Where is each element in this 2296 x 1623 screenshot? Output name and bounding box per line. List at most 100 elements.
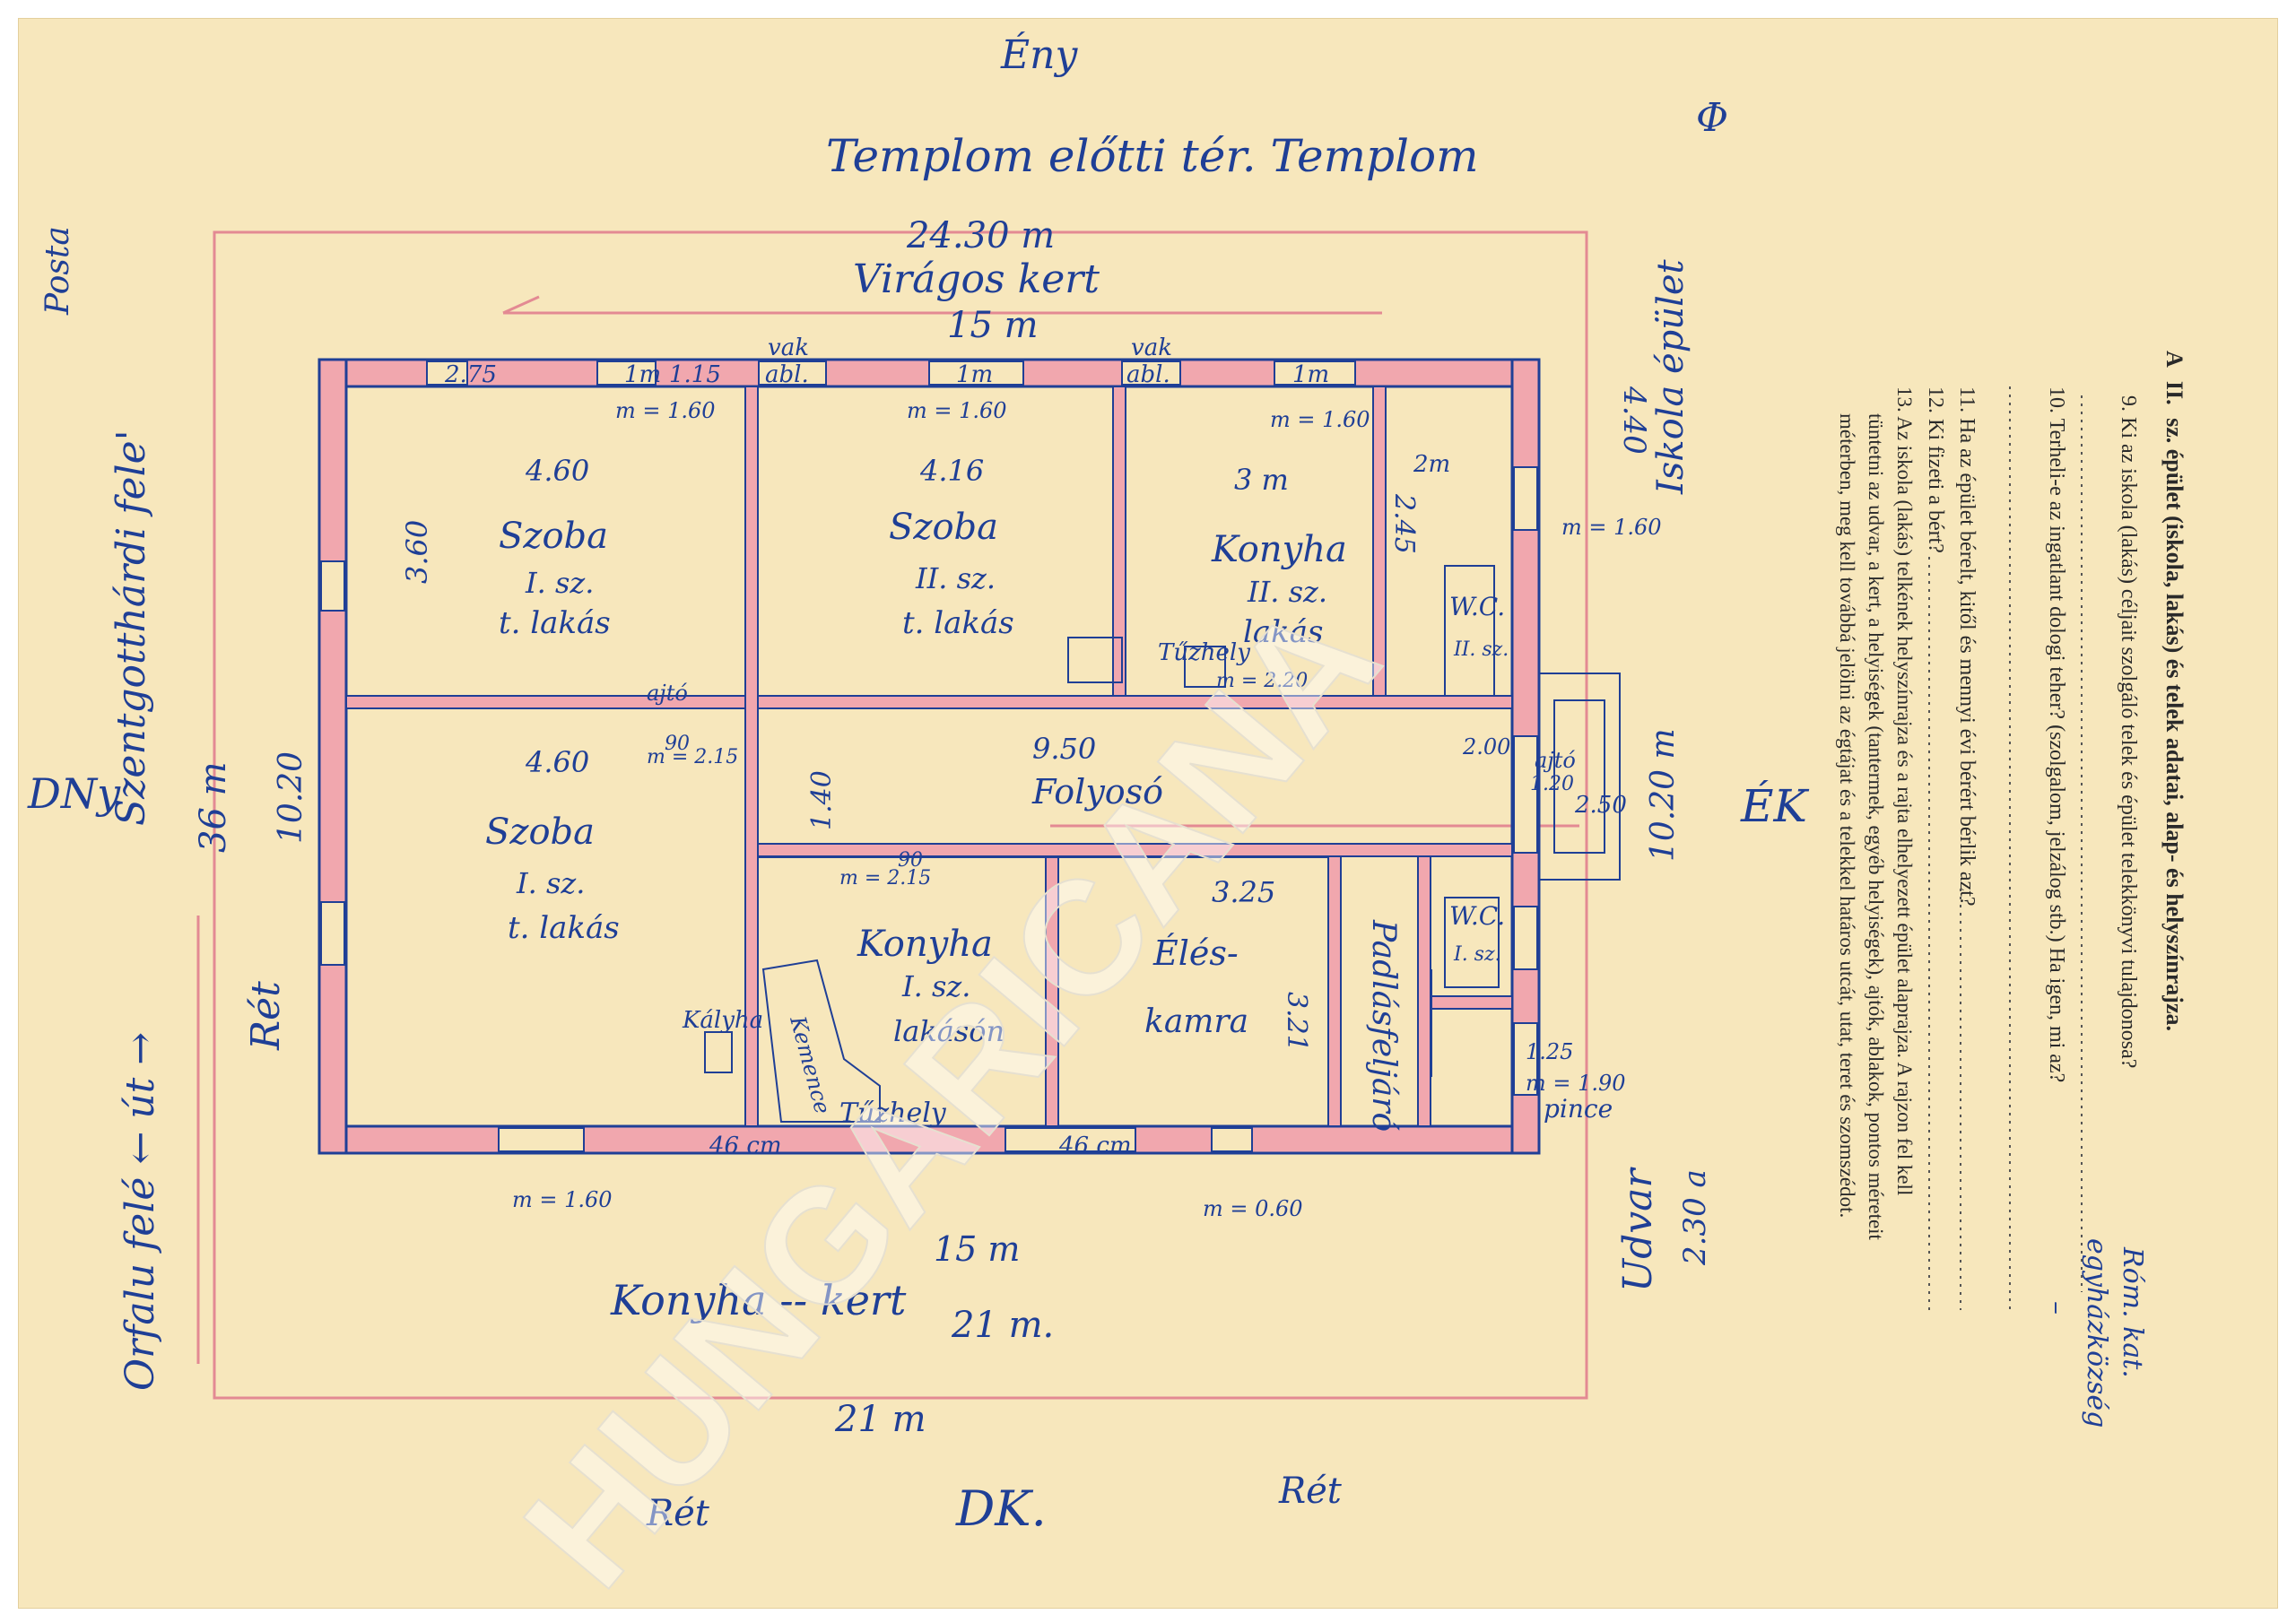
- svg-text:3.60: 3.60: [400, 520, 434, 584]
- printed-form: A II. sz. épület (iskola, lakás) és tele…: [1836, 351, 2187, 1428]
- dim-m160-a: m = 1.60: [615, 398, 716, 423]
- dim-1m-b: 1m: [956, 361, 993, 388]
- form-q13-line1: 13. Az iskola (lakás) telkének helyszínr…: [1893, 386, 1916, 1195]
- bottom-right-meadow: Rét: [1278, 1471, 1343, 1512]
- dim-m220: m = 2.20: [1216, 670, 1308, 692]
- svg-text:I. sz.: I. sz.: [516, 866, 585, 900]
- dim-1m-a: 1m: [624, 361, 661, 388]
- room-2: 4.16 Szoba II. sz. t. lakás: [889, 454, 1014, 641]
- right-direction-label: ÉK: [1740, 779, 1809, 832]
- left-direction-label: DNy: [27, 769, 121, 818]
- dim-115: 1.15: [669, 361, 721, 388]
- left-neighbour-label: Szentgotthárdi fele': [109, 430, 154, 826]
- total-width-label: 24.30 m: [906, 215, 1055, 256]
- wc-1-label: W.C.: [1449, 901, 1505, 931]
- svg-text:t. lakás: t. lakás: [499, 605, 611, 641]
- bottom-21m-label-b: 21 m: [834, 1399, 926, 1440]
- dim-m160-b: m = 1.60: [907, 398, 1007, 423]
- svg-text:I. sz.: I. sz.: [901, 969, 970, 1003]
- parcel-outline: [196, 230, 1588, 1400]
- abl-label-1: abl.: [765, 361, 809, 388]
- svg-text:4.60: 4.60: [525, 454, 589, 488]
- svg-text:II. sz.: II. sz.: [1247, 575, 1327, 609]
- svg-text:4.16: 4.16: [919, 454, 984, 488]
- form-q9: 9. Ki az iskola (lakás) céljait szolgáló…: [2117, 395, 2140, 1068]
- abl-label-2: abl.: [1126, 361, 1170, 388]
- dim-120: 1.20: [1530, 773, 1574, 795]
- north-symbol-icon: Φ: [1696, 95, 1728, 141]
- dim-m215-a: m = 2.15: [647, 746, 738, 768]
- vak-label-2: vak: [1131, 334, 1172, 361]
- room-2-name: Szoba: [889, 507, 998, 548]
- furnace-label: Tűzhely: [839, 1098, 947, 1129]
- svg-text:3.25: 3.25: [1212, 875, 1275, 909]
- watermark-text: HUNGARICANA: [491, 569, 1413, 1608]
- garden-bottom-label: Konyha -- kert: [610, 1276, 907, 1324]
- form-q12: 12. Ki fizeti a bért?: [1924, 386, 1947, 553]
- furnace-label-2: Tűzhely: [1158, 639, 1250, 666]
- svg-text:I. sz.: I. sz.: [525, 566, 594, 600]
- room-3: 3 m 2.45 Konyha II. sz. lakás: [1211, 463, 1420, 650]
- form-q10-answer: –: [2041, 1301, 2073, 1315]
- svg-text:t. lakás: t. lakás: [902, 605, 1014, 641]
- svg-text:2.45: 2.45: [1388, 493, 1420, 554]
- north-label: Ény: [1000, 30, 1078, 78]
- svg-text:lakás: lakás: [1243, 614, 1323, 650]
- right-height-label: 10.20 m: [1645, 728, 1682, 862]
- form-q10: 10. Terheli-e az ingatlant dologi teher?…: [2045, 386, 2068, 1082]
- house-walls: [317, 358, 1621, 1155]
- svg-text:II. sz.: II. sz.: [915, 561, 996, 595]
- dim-125: 1.25: [1526, 1039, 1573, 1064]
- dim-m215-b: m = 2.15: [839, 867, 931, 890]
- door-label-2: ajtó: [1535, 748, 1576, 773]
- site-plan-sketch: Ény Templom előtti tér. Templom Φ 24.30 …: [27, 30, 2187, 1608]
- room-1-name: Szoba: [499, 516, 608, 557]
- left-road-label: Orfalu felé ← út →: [117, 1032, 163, 1391]
- door-label-1: ajtó: [647, 681, 688, 706]
- left-meadow-label: Rét: [243, 981, 289, 1051]
- room-4: 4.60 Szoba I. sz. t. lakás: [485, 745, 620, 946]
- svg-text:4.60: 4.60: [525, 745, 589, 779]
- room-4-name: Szoba: [485, 812, 595, 853]
- dim-2m: 2m: [1413, 451, 1450, 478]
- right-courtyard-length: 2.30 a: [1677, 1169, 1713, 1266]
- svg-text:9.50: 9.50: [1032, 732, 1096, 766]
- kitchen-1-name: Konyha: [857, 924, 993, 965]
- room-1: 4.60 3.60 Szoba I. sz. t. lakás: [400, 454, 611, 641]
- corridor-name: Folyosó: [1031, 772, 1163, 812]
- wc-2-num: II. sz.: [1453, 638, 1509, 661]
- dim-275: 2.75: [444, 361, 497, 388]
- pantry-name: Élés-: [1152, 933, 1239, 973]
- dim-90-b: 90: [898, 849, 923, 872]
- vak-label-1: vak: [768, 334, 809, 361]
- wc-2-label: W.C.: [1449, 592, 1505, 621]
- left-posta-label: Posta: [39, 226, 76, 316]
- dim-m160-e: m = 1.60: [512, 1187, 613, 1212]
- dim-46-b: 46 cm: [1058, 1133, 1132, 1159]
- garden-top-label: Virágos kert: [853, 256, 1100, 302]
- cellar-label: pince: [1544, 1094, 1613, 1124]
- dim-250: 2.50: [1574, 792, 1627, 819]
- room-3-name: Konyha: [1211, 529, 1347, 570]
- left-road-length: 36 m: [193, 761, 234, 853]
- garden-top-length: 15 m: [947, 305, 1039, 346]
- dim-200: 2.00: [1462, 734, 1510, 759]
- form-q13-line2: tüntetni az udvar, a kert, a helyiségek …: [1865, 413, 1887, 1241]
- right-courtyard-label: Udvar: [1615, 1167, 1661, 1292]
- stove-label: Kályha: [682, 1007, 763, 1034]
- dim-m190: m = 1.90: [1526, 1071, 1626, 1096]
- svg-text:1.40: 1.40: [806, 770, 838, 830]
- left-height-label: 10.20: [273, 751, 309, 844]
- right-school-distance: 4.40: [1616, 386, 1652, 455]
- dim-m160-c: m = 1.60: [1270, 407, 1370, 432]
- document-sheet: Ény Templom előtti tér. Templom Φ 24.30 …: [18, 18, 2278, 1609]
- dim-m060: m = 0.60: [1203, 1196, 1303, 1221]
- form-header: A II. sz. épület (iskola, lakás) és tele…: [2161, 351, 2187, 1031]
- form-q13-line3: méterben, meg kell továbbá jelölni az ég…: [1836, 413, 1858, 1218]
- bottom-21m-label-a: 21 m.: [951, 1305, 1054, 1346]
- room-pantry: 3.25 3.21 Élés- kamra: [1144, 875, 1312, 1052]
- bottom-direction: DK.: [955, 1480, 1047, 1537]
- right-school-label: Iskola épület: [1650, 258, 1692, 495]
- bottom-left-meadow: Rét: [646, 1493, 710, 1534]
